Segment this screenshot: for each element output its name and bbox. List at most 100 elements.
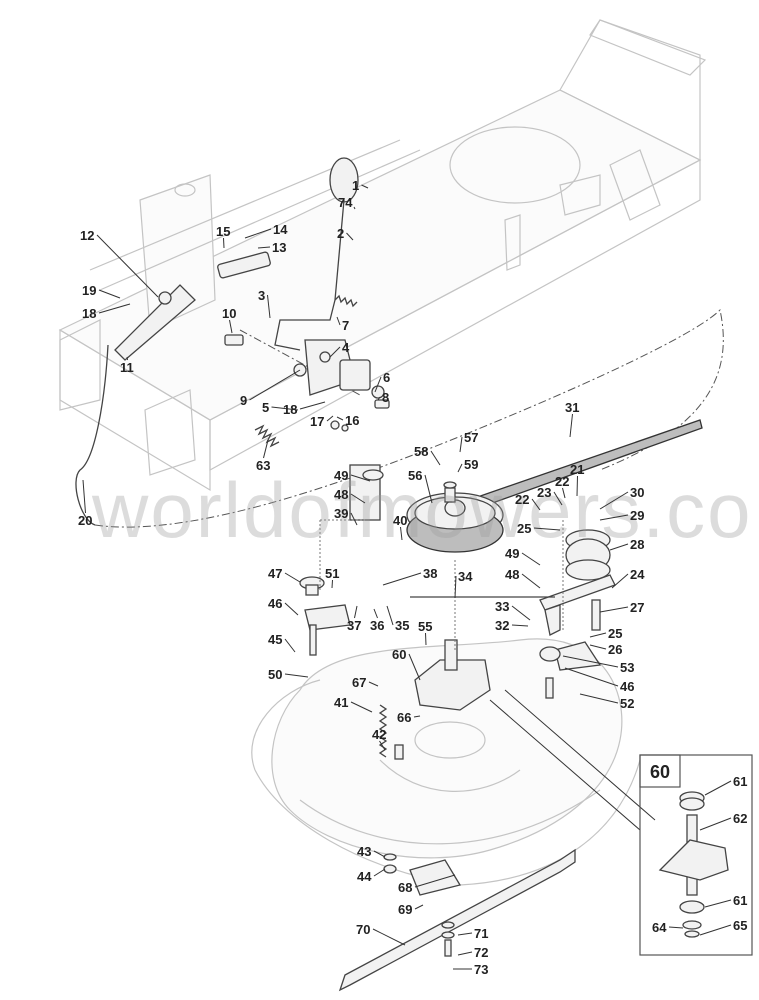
callout-68: 68 xyxy=(398,874,456,895)
part-number-label[interactable]: 55 xyxy=(418,619,432,634)
callout-38: 38 xyxy=(382,566,437,586)
part-number-label[interactable]: 7 xyxy=(342,318,349,333)
part-number-label[interactable]: 43 xyxy=(357,844,371,859)
part-number-label[interactable]: 11 xyxy=(120,360,134,375)
part-number-label[interactable]: 27 xyxy=(630,600,644,615)
part-number-label[interactable]: 13 xyxy=(272,240,286,255)
part-number-label[interactable]: 70 xyxy=(356,922,370,937)
part-number-label[interactable]: 63 xyxy=(256,458,270,473)
callout-leader-line xyxy=(400,526,403,541)
part-number-label[interactable]: 17 xyxy=(310,414,324,429)
part-number-label[interactable]: 18 xyxy=(283,402,297,417)
callout-leader-line xyxy=(457,932,473,936)
part-number-label[interactable]: 22 xyxy=(555,474,569,489)
callout-40: 40 xyxy=(393,513,407,541)
chassis-frame xyxy=(58,19,707,492)
part-number-label[interactable]: 68 xyxy=(398,880,412,895)
part-number-label[interactable]: 49 xyxy=(334,468,348,483)
part-number-label[interactable]: 31 xyxy=(565,400,579,415)
part-number-label[interactable]: 26 xyxy=(608,642,622,657)
part-number-label[interactable]: 45 xyxy=(268,632,282,647)
part-number-label[interactable]: 12 xyxy=(80,228,94,243)
callout-8: 8 xyxy=(377,390,389,405)
callout-57: 57 xyxy=(459,430,478,453)
part-number-label[interactable]: 47 xyxy=(268,566,282,581)
part-number-label[interactable]: 59 xyxy=(464,457,478,472)
part-number-label[interactable]: 50 xyxy=(268,667,282,682)
part-number-label[interactable]: 46 xyxy=(620,679,634,694)
part-number-label[interactable]: 39 xyxy=(334,506,348,521)
part-number-label[interactable]: 72 xyxy=(474,945,488,960)
part-number-label[interactable]: 36 xyxy=(370,618,384,633)
part-number-label[interactable]: 18 xyxy=(82,306,96,321)
callout-leader-line xyxy=(599,606,629,613)
callout-46a: 46 xyxy=(268,596,299,616)
part-number-label[interactable]: 20 xyxy=(78,513,92,528)
part-number-label[interactable]: 57 xyxy=(464,430,478,445)
part-number-label[interactable]: 46 xyxy=(268,596,282,611)
part-number-label[interactable]: 44 xyxy=(357,869,372,884)
part-number-label[interactable]: 42 xyxy=(372,727,386,742)
callout-62: 62 xyxy=(699,811,747,831)
part-number-label[interactable]: 69 xyxy=(398,902,412,917)
part-number-label[interactable]: 35 xyxy=(395,618,409,633)
part-number-label[interactable]: 71 xyxy=(474,926,488,941)
part-number-label[interactable]: 5 xyxy=(262,400,269,415)
part-number-label[interactable]: 30 xyxy=(630,485,644,500)
part-number-label[interactable]: 32 xyxy=(495,618,509,633)
part-number-label[interactable]: 6 xyxy=(383,370,390,385)
callout-leader-line xyxy=(386,605,394,626)
part-number-label[interactable]: 14 xyxy=(273,222,288,237)
part-number-label[interactable]: 51 xyxy=(325,566,339,581)
part-number-label[interactable]: 15 xyxy=(216,224,230,239)
callout-45: 45 xyxy=(268,632,296,653)
callout-leader-line xyxy=(457,951,473,956)
part-number-label[interactable]: 33 xyxy=(495,599,509,614)
part-number-label[interactable]: 56 xyxy=(408,468,422,483)
part-number-label[interactable]: 53 xyxy=(620,660,634,675)
callout-71: 71 xyxy=(457,926,488,941)
part-number-label[interactable]: 1 xyxy=(352,178,359,193)
part-number-label[interactable]: 3 xyxy=(258,288,265,303)
callout-leader-line xyxy=(374,376,382,393)
part-number-label[interactable]: 73 xyxy=(474,962,488,977)
part-number-label[interactable]: 23 xyxy=(537,485,551,500)
part-number-label[interactable]: 40 xyxy=(393,513,407,528)
part-number-label[interactable]: 61 xyxy=(733,774,747,789)
part-number-label[interactable]: 19 xyxy=(82,283,96,298)
part-number-label[interactable]: 67 xyxy=(352,675,366,690)
part-number-label[interactable]: 34 xyxy=(458,569,473,584)
callout-49b: 49 xyxy=(505,546,541,566)
part-number-label[interactable]: 8 xyxy=(382,390,389,405)
part-number-label[interactable]: 64 xyxy=(652,920,667,935)
part-number-label[interactable]: 16 xyxy=(345,413,359,428)
part-number-label[interactable]: 25 xyxy=(608,626,622,641)
callout-4: 4 xyxy=(329,340,350,358)
part-number-label[interactable]: 62 xyxy=(733,811,747,826)
callout-leader-line xyxy=(368,681,379,687)
part-number-label[interactable]: 52 xyxy=(620,696,634,711)
part-number-label[interactable]: 38 xyxy=(423,566,437,581)
part-number-label[interactable]: 10 xyxy=(222,306,236,321)
part-number-label[interactable]: 2 xyxy=(337,226,344,241)
part-number-label[interactable]: 4 xyxy=(342,340,350,355)
part-number-label[interactable]: 60 xyxy=(392,647,406,662)
part-number-label[interactable]: 28 xyxy=(630,537,644,552)
part-number-label[interactable]: 22 xyxy=(515,492,529,507)
part-number-label[interactable]: 37 xyxy=(347,618,361,633)
part-number-label[interactable]: 9 xyxy=(240,393,247,408)
part-number-label[interactable]: 41 xyxy=(334,695,348,710)
part-number-label[interactable]: 74 xyxy=(338,195,353,210)
part-number-label[interactable]: 25 xyxy=(517,521,531,536)
callout-12: 12 xyxy=(80,228,159,298)
part-number-label[interactable]: 21 xyxy=(570,462,584,477)
part-number-label[interactable]: 48 xyxy=(334,487,348,502)
part-number-label[interactable]: 58 xyxy=(414,444,428,459)
part-number-label[interactable]: 24 xyxy=(630,567,645,582)
part-number-label[interactable]: 29 xyxy=(630,508,644,523)
part-number-label[interactable]: 65 xyxy=(733,918,747,933)
part-number-label[interactable]: 48 xyxy=(505,567,519,582)
part-number-label[interactable]: 66 xyxy=(397,710,411,725)
part-number-label[interactable]: 61 xyxy=(733,893,747,908)
part-number-label[interactable]: 49 xyxy=(505,546,519,561)
